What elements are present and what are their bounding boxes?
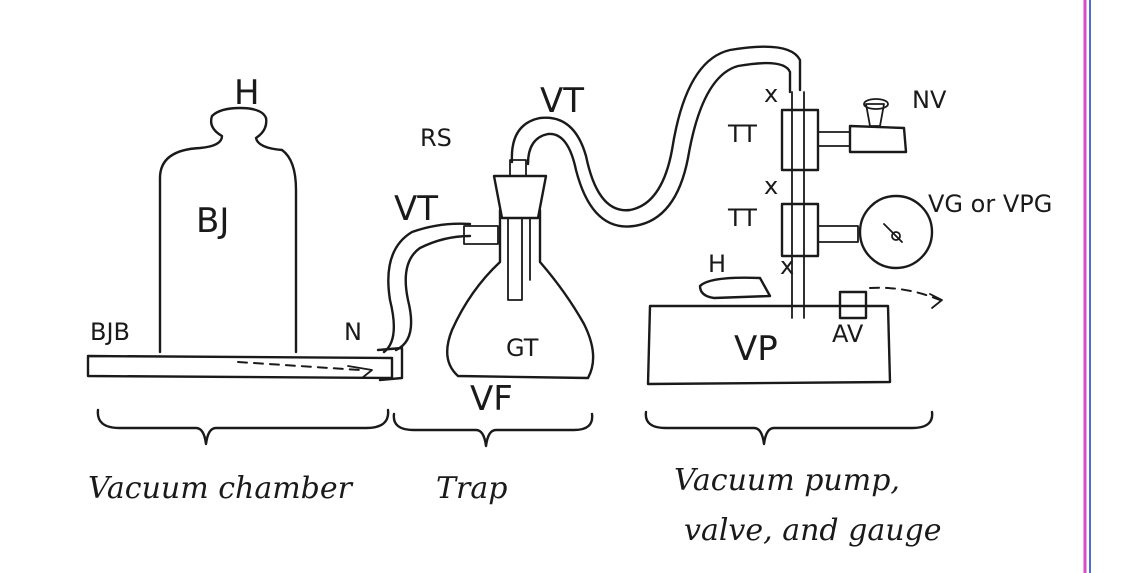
brace-pump (644, 410, 934, 446)
caption-pump-line-1: Vacuum pump, (674, 463, 900, 498)
label-tee-top: TT (727, 120, 757, 148)
vacuum-pump-body (646, 304, 892, 386)
label-air-valve: AV (832, 320, 864, 348)
air-valve (838, 286, 943, 320)
caption-pump-line-2: valve, and gauge (684, 513, 942, 548)
caption-trap: Trap (436, 471, 507, 506)
label-pump-handle: H (708, 250, 726, 278)
rubber-stopper (492, 159, 548, 220)
vacuum-gauge (858, 194, 934, 270)
glass-tube (507, 217, 531, 301)
pump-handle (698, 276, 772, 300)
tee-fitting-bottom (780, 202, 859, 258)
label-clamp-2: x (764, 172, 778, 200)
nozzle (376, 346, 404, 382)
needle-valve (848, 98, 908, 154)
label-clamp-1: x (764, 80, 778, 108)
caption-vacuum-chamber: Vacuum chamber (88, 471, 354, 506)
label-rubber-stopper: RS (420, 124, 452, 152)
label-gauge: VG or VPG (928, 190, 1052, 218)
label-vacuum-flask: VF (470, 379, 513, 419)
bell-jar (158, 106, 298, 354)
label-bell-jar: BJ (196, 201, 229, 241)
label-vacuum-tube-top: VT (540, 81, 584, 121)
label-glass-tube: GT (506, 334, 539, 362)
label-vacuum-pump: VP (734, 329, 778, 369)
label-vacuum-tube-left: VT (394, 189, 438, 229)
vacuum-flask (446, 208, 595, 380)
brace-trap (392, 412, 594, 448)
brace-chamber (96, 408, 390, 446)
chamber-dashed-channel (237, 361, 373, 379)
vacuum-tube-top (510, 45, 802, 228)
label-nozzle: N (344, 318, 362, 346)
label-clamp-3: x (780, 252, 794, 280)
label-handle: H (234, 73, 260, 113)
label-bell-jar-base: BJB (90, 318, 130, 346)
label-needle-valve: NV (912, 86, 947, 114)
bell-jar-base-plate (86, 354, 394, 380)
vacuum-tube-left (382, 222, 472, 354)
label-tee-bottom: TT (727, 204, 757, 232)
